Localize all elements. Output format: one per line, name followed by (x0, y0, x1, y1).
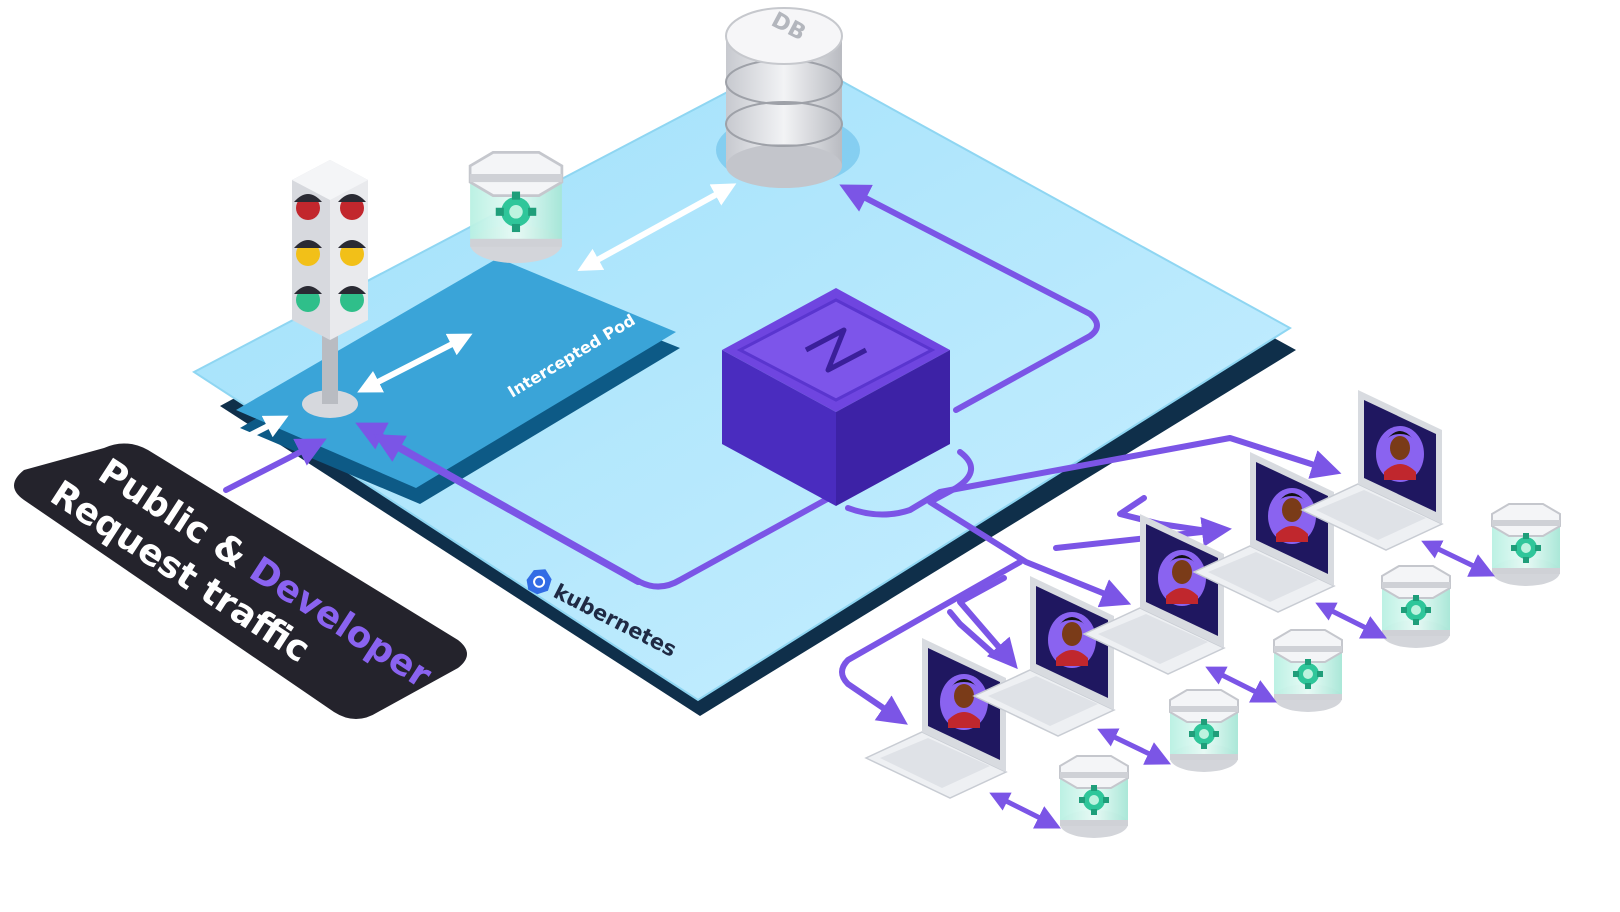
database-icon: DB (716, 7, 860, 188)
telepresence-cube-icon (722, 288, 950, 506)
pod-cylinder-icon (1169, 689, 1239, 773)
traffic-light-icon (292, 160, 368, 418)
pod-cylinder-icon (1273, 629, 1343, 713)
pod-cylinder-icon (1491, 503, 1561, 587)
white-connection-arrows (187, 183, 737, 469)
traffic-flow-lines (223, 184, 1342, 725)
local-connection-arrows (989, 540, 1496, 829)
intercepted-pod-cylinder (468, 151, 564, 265)
pod-cylinder-icon (1381, 565, 1451, 649)
pod-cylinder-icon (1059, 755, 1129, 839)
laptop-icon (865, 637, 1007, 799)
